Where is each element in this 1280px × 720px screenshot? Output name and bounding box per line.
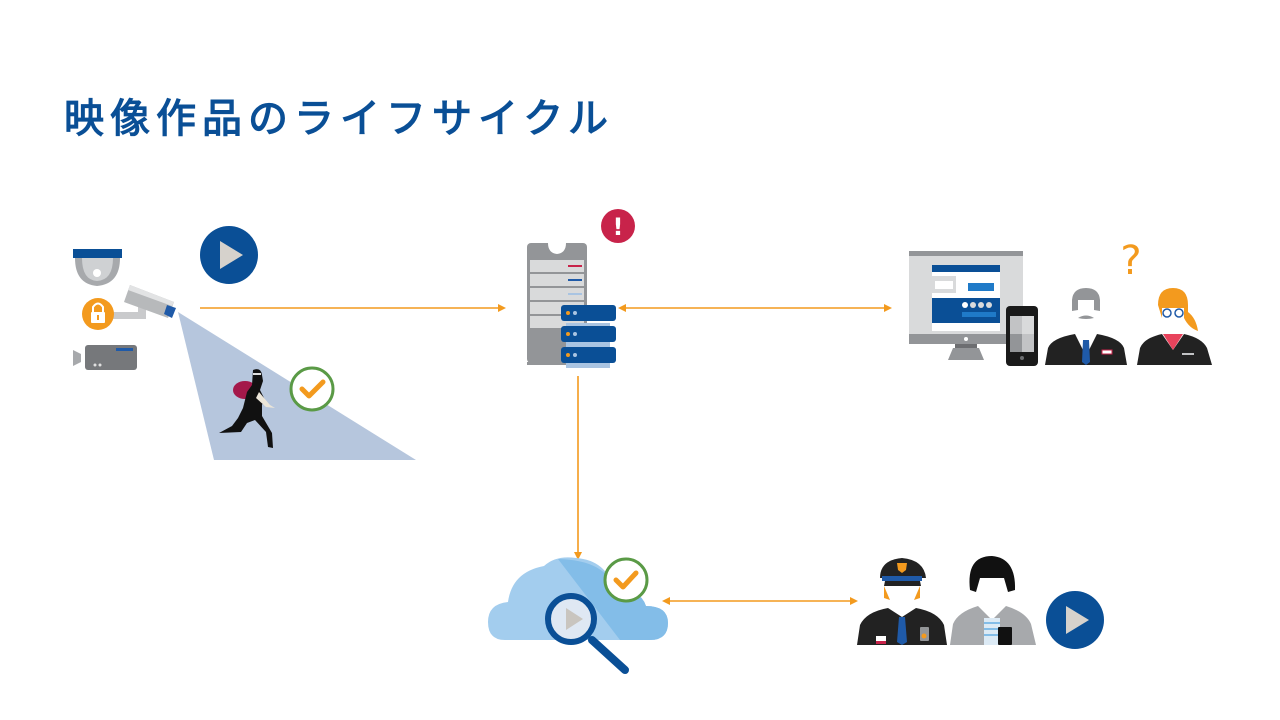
dome-camera-icon	[73, 249, 122, 286]
police-officer-icon	[857, 558, 947, 645]
magnifier-play-icon	[545, 593, 629, 674]
cloud-group	[488, 557, 668, 674]
capture-group	[73, 226, 416, 460]
viewers-group: ?	[909, 238, 1212, 366]
page-title: 映像作品のライフサイクル	[64, 96, 614, 142]
cloud-check-icon	[603, 557, 649, 603]
lock-icon	[82, 298, 114, 330]
thief-icon	[219, 369, 275, 448]
play-icon	[200, 226, 258, 284]
monitor-icon	[909, 251, 1023, 360]
sharing-play-icon	[1046, 591, 1104, 649]
server-rack-icon	[561, 305, 616, 368]
question-mark: ?	[1120, 238, 1141, 284]
bullet-camera-icon	[110, 285, 176, 319]
capture-check-icon	[289, 366, 335, 412]
civilian-woman-icon	[950, 556, 1036, 645]
man-avatar-icon	[1045, 288, 1127, 365]
alert-icon: !	[601, 209, 635, 243]
smartphone-icon	[1006, 306, 1038, 366]
woman-avatar-icon	[1137, 288, 1212, 365]
video-camera-icon	[73, 345, 137, 370]
server-group: !	[527, 209, 635, 368]
sharing-group	[857, 556, 1104, 649]
svg-text:!: !	[613, 213, 624, 241]
